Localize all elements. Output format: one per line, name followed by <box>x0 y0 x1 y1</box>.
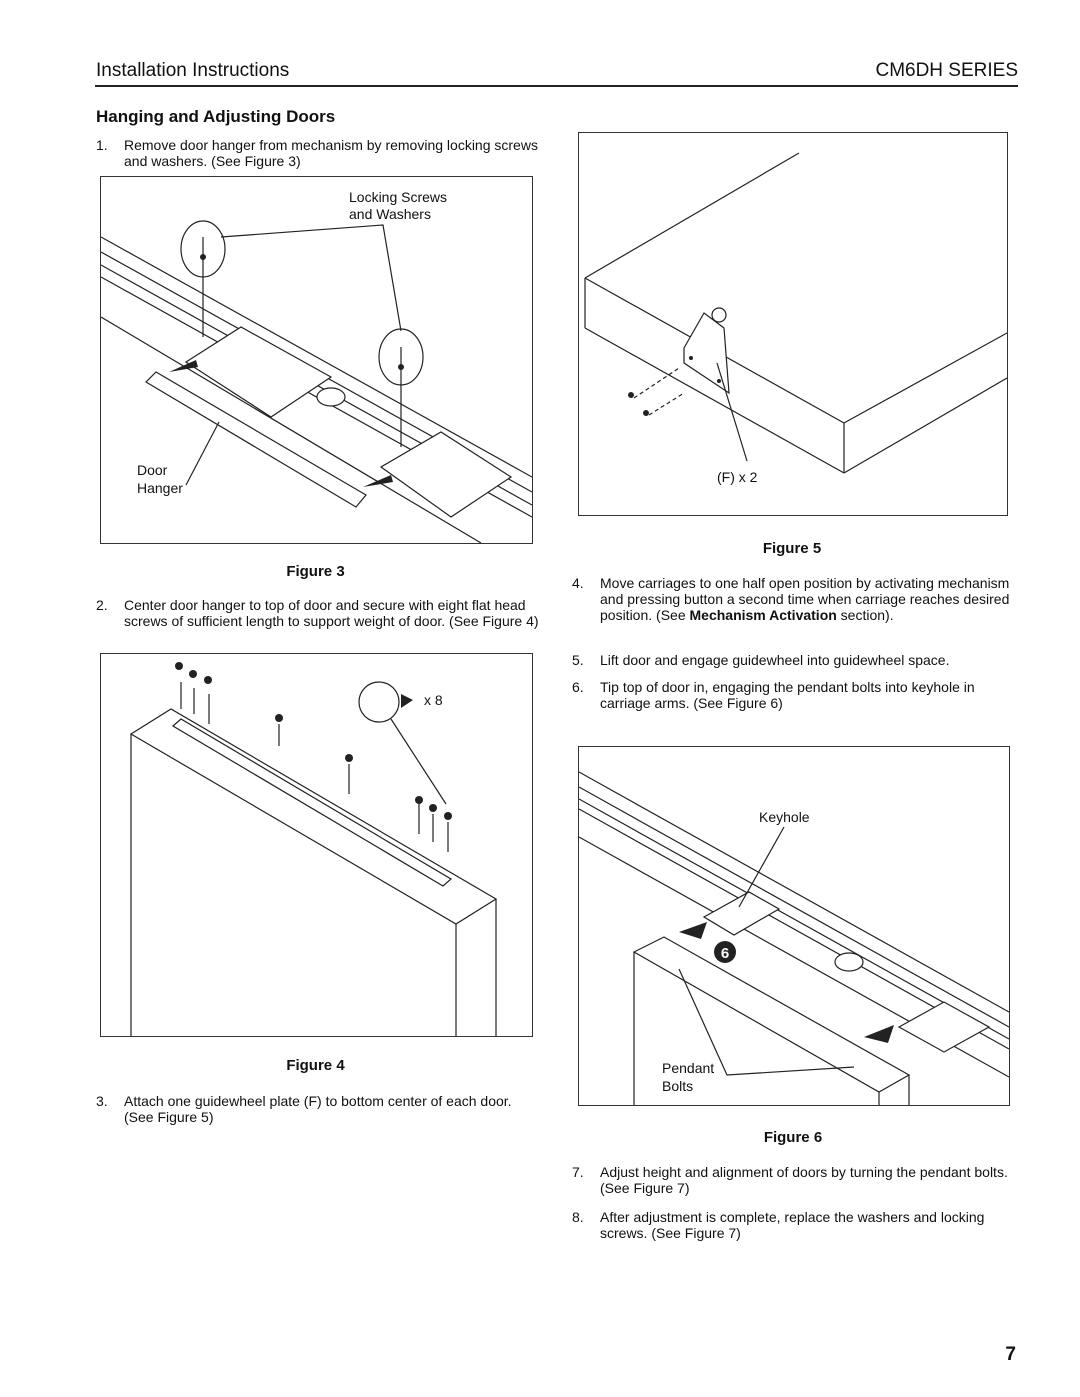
step-6: 6. Tip top of door in, engaging the pend… <box>572 679 1017 713</box>
label-bolts: Bolts <box>662 1078 694 1094</box>
header-rule <box>95 85 1018 87</box>
step-text: After adjustment is complete, replace th… <box>600 1209 985 1241</box>
page-number: 7 <box>1005 1344 1016 1365</box>
label-and-washers: and Washers <box>349 206 431 222</box>
figure-3-caption: Figure 3 <box>286 563 345 580</box>
label-hanger: Hanger <box>137 480 183 496</box>
figure-5: (F) x 2 <box>578 132 1008 516</box>
label-quantity: x 8 <box>424 692 443 708</box>
step-text: Center door hanger to top of door and se… <box>124 597 539 629</box>
figure-6: 6 Keyhole Pendant Bolts <box>578 746 1010 1106</box>
figure-6-caption: Figure 6 <box>763 1129 823 1146</box>
header-series: CM6DH SERIES <box>875 60 1018 81</box>
step-1: 1. Remove door hanger from mechanism by … <box>96 137 541 171</box>
step-number: 8. <box>572 1209 584 1225</box>
step-text: Move carriages to one half open position… <box>600 575 1010 623</box>
step-7: 7. Adjust height and alignment of doors … <box>572 1164 1017 1198</box>
step-number: 3. <box>96 1093 108 1109</box>
step-3: 3. Attach one guidewheel plate (F) to bo… <box>96 1093 541 1127</box>
figure-5-illustration <box>584 152 1007 474</box>
figure-3: Locking Screws and Washers Door Hanger <box>100 176 533 544</box>
step-text: Attach one guidewheel plate (F) to botto… <box>124 1093 512 1125</box>
label-plate-quantity: (F) x 2 <box>717 469 758 485</box>
step-4: 4. Move carriages to one half open posit… <box>572 575 1017 641</box>
step-number: 6. <box>572 679 584 695</box>
figure-4: x 8 <box>100 653 533 1037</box>
figure-3-illustration <box>101 220 532 543</box>
step-5: 5. Lift door and engage guidewheel into … <box>572 652 1017 670</box>
step-2: 2. Center door hanger to top of door and… <box>96 597 541 647</box>
step-text: Remove door hanger from mechanism by rem… <box>124 137 538 169</box>
label-pendant: Pendant <box>662 1060 715 1076</box>
header-title: Installation Instructions <box>96 60 290 81</box>
step-text: Adjust height and alignment of doors by … <box>600 1164 1008 1196</box>
figure-4-caption: Figure 4 <box>286 1057 345 1074</box>
label-keyhole: Keyhole <box>759 809 810 825</box>
step-text-bold: Mechanism Activation <box>689 607 837 623</box>
step-number: 5. <box>572 652 584 668</box>
label-locking-screws: Locking Screws <box>349 189 448 205</box>
figure-6-illustration: 6 <box>579 771 1009 1105</box>
step-badge: 6 <box>721 945 729 962</box>
step-number: 1. <box>96 137 108 153</box>
figure-4-illustration <box>129 662 498 1036</box>
step-text: Tip top of door in, engaging the pendant… <box>600 679 975 711</box>
section-title: Hanging and Adjusting Doors <box>96 107 336 126</box>
step-number: 7. <box>572 1164 584 1180</box>
label-door: Door <box>137 462 168 478</box>
step-text: Lift door and engage guidewheel into gui… <box>600 652 950 668</box>
step-number: 4. <box>572 575 584 591</box>
step-8: 8. After adjustment is complete, replace… <box>572 1209 1017 1243</box>
figure-5-caption: Figure 5 <box>762 540 822 557</box>
step-number: 2. <box>96 597 108 613</box>
